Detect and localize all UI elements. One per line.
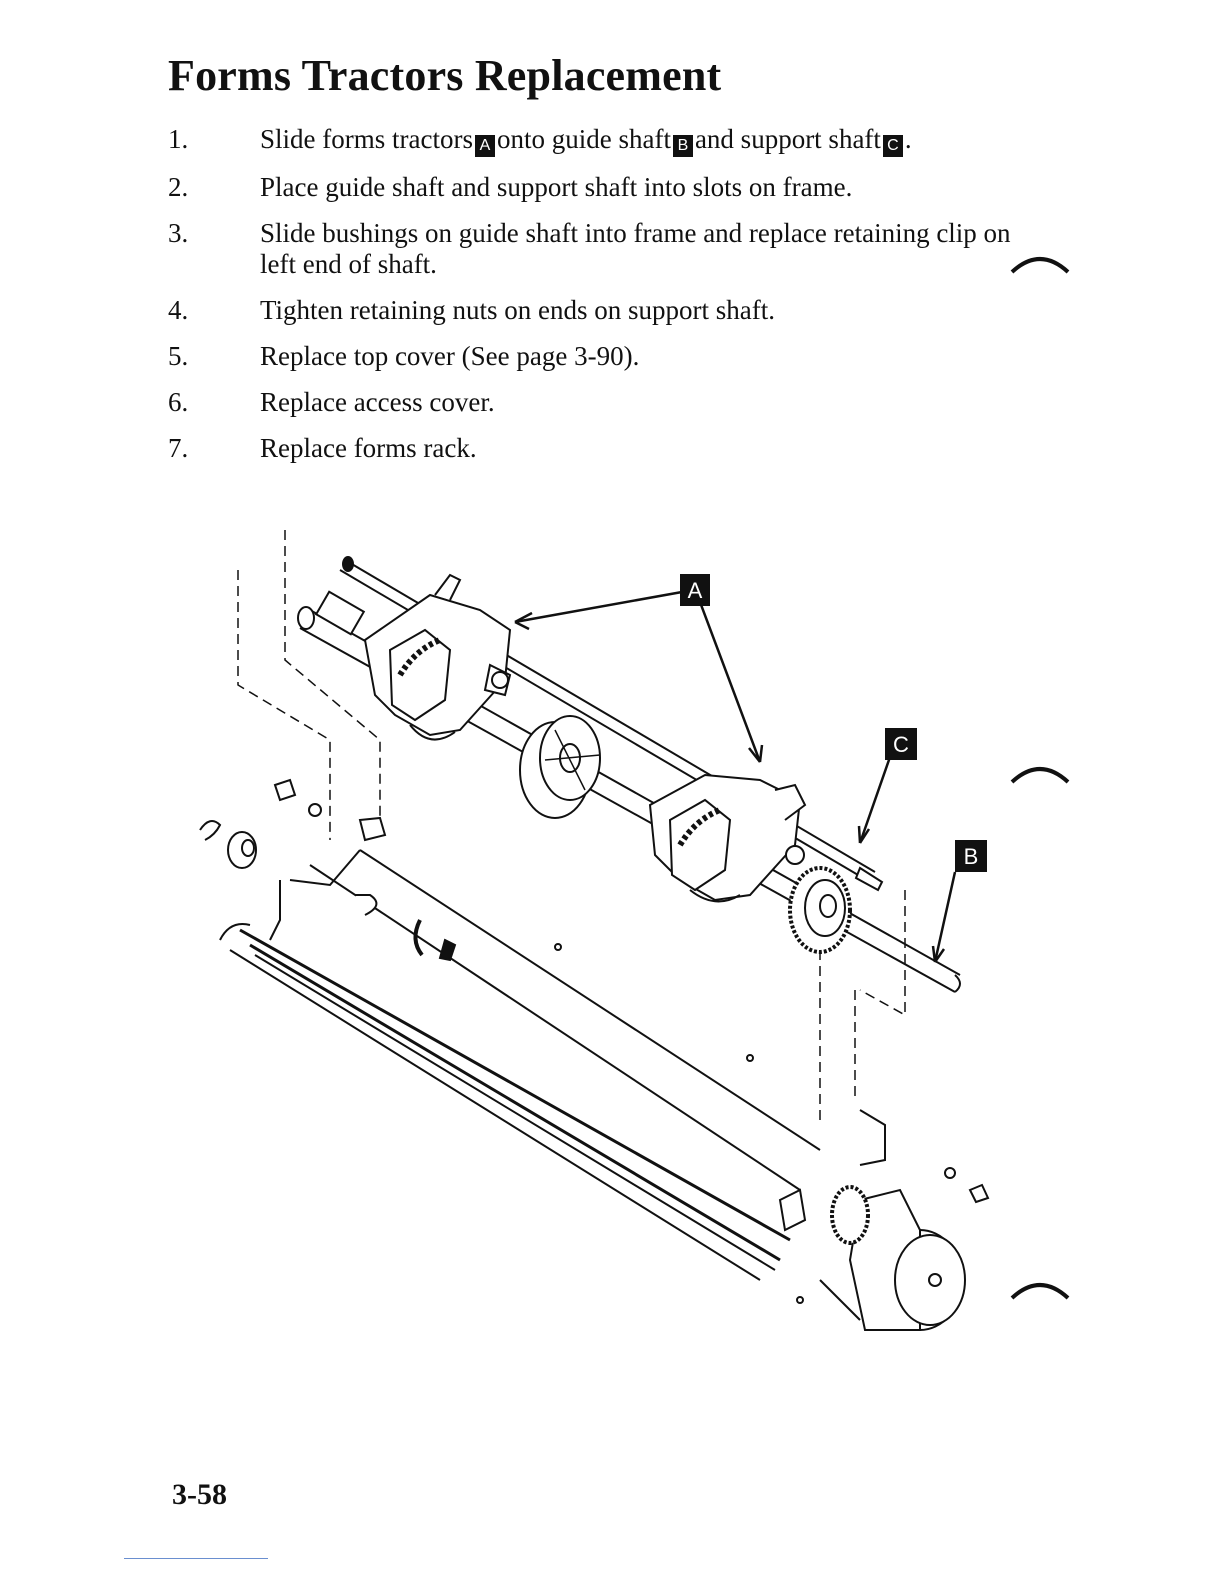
step-5: 5. Replace top cover (See page 3-90). <box>168 341 1048 372</box>
step-number: 5. <box>168 341 189 371</box>
alignment-lines <box>237 530 906 1120</box>
step-text: Replace forms rack. <box>260 433 477 463</box>
callout-a: A <box>680 574 710 606</box>
step-number: 2. <box>168 172 189 202</box>
step-4: 4. Tighten retaining nuts on ends on sup… <box>168 295 1048 326</box>
callout-badge-c: C <box>882 135 903 157</box>
step-number: 1. <box>168 124 189 154</box>
printer-frame <box>219 849 821 1304</box>
step-text-part: and support shaft <box>694 124 881 154</box>
stepper-motor <box>819 1109 990 1331</box>
callout-badge-a: A <box>474 135 495 157</box>
left-hardware <box>199 778 457 962</box>
drive-roller <box>519 715 601 819</box>
page-number: 3-58 <box>172 1478 227 1511</box>
binder-hole-mark-3 <box>1010 1283 1070 1300</box>
step-3: 3. Slide bushings on guide shaft into fr… <box>168 218 1048 280</box>
step-number: 4. <box>168 295 189 325</box>
callout-b: B <box>955 840 987 872</box>
step-text-part: onto guide shaft <box>496 124 671 154</box>
step-6: 6. Replace access cover. <box>168 387 1048 418</box>
left-tractor-assembly <box>363 573 512 741</box>
callout-c: C <box>885 728 917 760</box>
step-text: Slide bushings on guide shaft into frame… <box>260 218 1011 279</box>
shaft-gear <box>788 866 852 954</box>
step-text: Replace access cover. <box>260 387 495 417</box>
exploded-diagram-forms-tractors: A C B <box>160 500 1040 1380</box>
binder-hole-marks <box>1008 0 1088 1584</box>
step-number: 3. <box>168 218 189 248</box>
footer-rule <box>124 1558 268 1559</box>
binder-hole-mark-1 <box>1010 257 1070 274</box>
step-number: 6. <box>168 387 189 417</box>
step-text: Replace top cover (See page 3-90). <box>260 341 640 371</box>
step-text-part: Slide forms tractors <box>260 124 473 154</box>
callout-badge-b: B <box>672 135 693 157</box>
step-number: 7. <box>168 433 189 463</box>
step-7: 7. Replace forms rack. <box>168 433 1048 464</box>
step-text: Place guide shaft and support shaft into… <box>260 172 853 202</box>
callout-label-b: B <box>964 844 979 869</box>
page-title: Forms Tractors Replacement <box>168 51 722 100</box>
step-text-part: . <box>904 124 912 154</box>
step-text: Tighten retaining nuts on ends on suppor… <box>260 295 775 325</box>
step-2: 2. Place guide shaft and support shaft i… <box>168 172 1048 203</box>
callout-label-a: A <box>688 578 703 603</box>
right-tractor-assembly <box>648 773 807 903</box>
callout-leaders <box>514 590 957 963</box>
callout-label-c: C <box>893 732 909 757</box>
binder-hole-mark-2 <box>1010 767 1070 784</box>
